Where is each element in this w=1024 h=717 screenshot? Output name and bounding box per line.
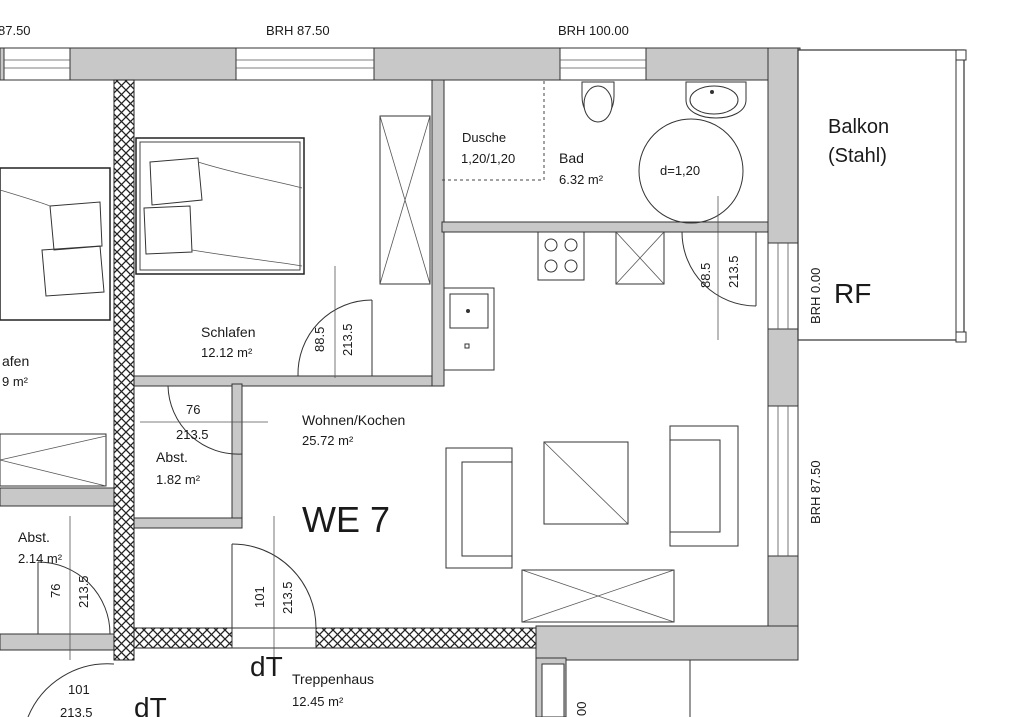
kitchen bbox=[443, 231, 665, 371]
dim-abst1-width: 76 bbox=[186, 402, 200, 417]
dim-left-bottom-width: 101 bbox=[68, 682, 90, 697]
dim-partial-bottom: 00 bbox=[574, 702, 589, 716]
dim-entry-width: 101 bbox=[252, 586, 267, 608]
schlafen-left-area: 9 m² bbox=[2, 374, 29, 389]
bed-furniture bbox=[135, 115, 431, 285]
balcony-line2: (Stahl) bbox=[828, 145, 887, 167]
bad-name: Bad bbox=[559, 150, 584, 166]
right-wall bbox=[767, 47, 799, 659]
schlafen-name: Schlafen bbox=[201, 324, 255, 340]
dusche-name: Dusche bbox=[462, 130, 506, 145]
dim-bad-height: 213.5 bbox=[726, 255, 741, 288]
dt-label-2: dT bbox=[134, 692, 167, 717]
treppenhaus-name: Treppenhaus bbox=[292, 671, 374, 687]
dim-abst2-height: 213.5 bbox=[76, 575, 91, 608]
doors bbox=[27, 231, 757, 717]
dt-label-1: dT bbox=[250, 651, 283, 682]
bad-area: 6.32 m² bbox=[559, 172, 604, 187]
schlafen-area: 12.12 m² bbox=[201, 345, 253, 360]
interior-walls bbox=[0, 79, 799, 717]
brh-label-4: BRH 0.00 bbox=[808, 268, 823, 324]
dim-schlafen-width: 88.5 bbox=[312, 327, 327, 352]
living-furniture bbox=[445, 425, 739, 623]
schlafen-left-name: afen bbox=[2, 353, 29, 369]
dim-bad-width: 88.5 bbox=[698, 263, 713, 288]
unit-label: WE 7 bbox=[302, 499, 390, 540]
top-wall bbox=[0, 47, 801, 81]
rf-label: RF bbox=[834, 278, 871, 309]
abst2-area: 2.14 m² bbox=[18, 551, 63, 566]
brh-label-2: BRH 87.50 bbox=[266, 23, 330, 38]
brh-label-3: BRH 100.00 bbox=[558, 23, 629, 38]
wohnen-name: Wohnen/Kochen bbox=[302, 412, 405, 428]
labels: 87.50 BRH 87.50 BRH 100.00 BRH 0.00 BRH … bbox=[0, 23, 889, 717]
dim-schlafen-height: 213.5 bbox=[340, 323, 355, 356]
dusche-size: 1,20/1,20 bbox=[461, 151, 515, 166]
wohnen-area: 25.72 m² bbox=[302, 433, 354, 448]
treppenhaus-area: 12.45 m² bbox=[292, 694, 344, 709]
left-bed bbox=[0, 167, 111, 487]
bathroom-fixtures bbox=[442, 80, 747, 340]
abst2-name: Abst. bbox=[18, 529, 50, 545]
dim-abst1-height: 213.5 bbox=[176, 427, 209, 442]
brh-label-5: BRH 87.50 bbox=[808, 460, 823, 524]
turning-circle-label: d=1,20 bbox=[660, 163, 700, 178]
balcony-line1: Balkon bbox=[828, 116, 889, 138]
abst1-name: Abst. bbox=[156, 449, 188, 465]
brh-label-1: 87.50 bbox=[0, 23, 31, 38]
dim-entry-height: 213.5 bbox=[280, 581, 295, 614]
balcony bbox=[797, 49, 967, 343]
dim-left-bottom-height: 213.5 bbox=[60, 705, 93, 717]
abst1-area: 1.82 m² bbox=[156, 472, 201, 487]
dim-abst2-width: 76 bbox=[48, 584, 63, 598]
